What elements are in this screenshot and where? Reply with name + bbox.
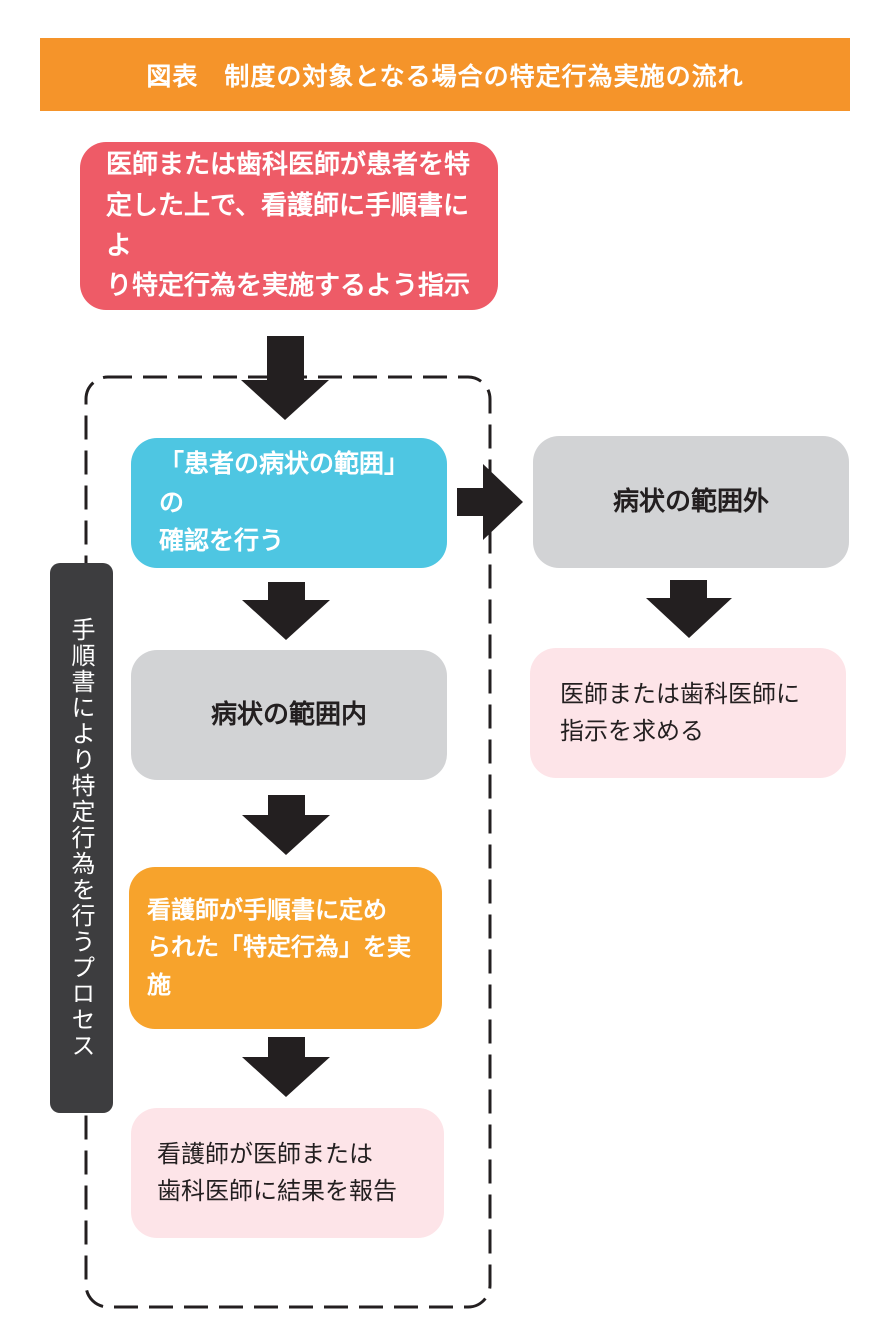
outside-range-text: 病状の範囲外 <box>612 486 769 517</box>
within-range-text: 病状の範囲内 <box>210 699 367 730</box>
nurse-reports-box: 看護師が医師または 歯科医師に結果を報告 <box>131 1108 444 1238</box>
nurse-performs-text: 看護師が手順書に定め られた「特定行為」を実施 <box>147 896 411 999</box>
arrow-down-1 <box>241 336 329 420</box>
arrow-down-4 <box>242 1037 330 1097</box>
ask-doctor-box: 医師または歯科医師に 指示を求める <box>530 648 846 778</box>
nurse-performs-box: 看護師が手順書に定め られた「特定行為」を実施 <box>129 867 442 1029</box>
arrow-down-2 <box>242 582 330 640</box>
doctor-instruction-text: 医師または歯科医師が患者を特 定した上で、看護師に手順書によ り特定行為を実施す… <box>106 150 471 302</box>
arrow-down-3 <box>242 795 330 855</box>
outside-range-box: 病状の範囲外 <box>533 436 849 568</box>
arrow-right <box>457 464 523 540</box>
nurse-reports-text: 看護師が医師または 歯科医師に結果を報告 <box>157 1139 397 1205</box>
confirm-range-box: 「患者の病状の範囲」の 確認を行う <box>131 438 447 568</box>
process-label: 手順書により特定行為を行うプロセス <box>50 563 113 1113</box>
confirm-range-text: 「患者の病状の範囲」の 確認を行う <box>159 448 410 556</box>
process-label-text: 手順書により特定行為を行うプロセス <box>67 617 95 1059</box>
within-range-box: 病状の範囲内 <box>131 650 447 780</box>
figure-title: 図表 制度の対象となる場合の特定行為実施の流れ <box>40 38 850 111</box>
arrow-down-5 <box>646 580 732 638</box>
ask-doctor-text: 医師または歯科医師に 指示を求める <box>560 679 800 745</box>
doctor-instruction-box: 医師または歯科医師が患者を特 定した上で、看護師に手順書によ り特定行為を実施す… <box>80 142 498 310</box>
